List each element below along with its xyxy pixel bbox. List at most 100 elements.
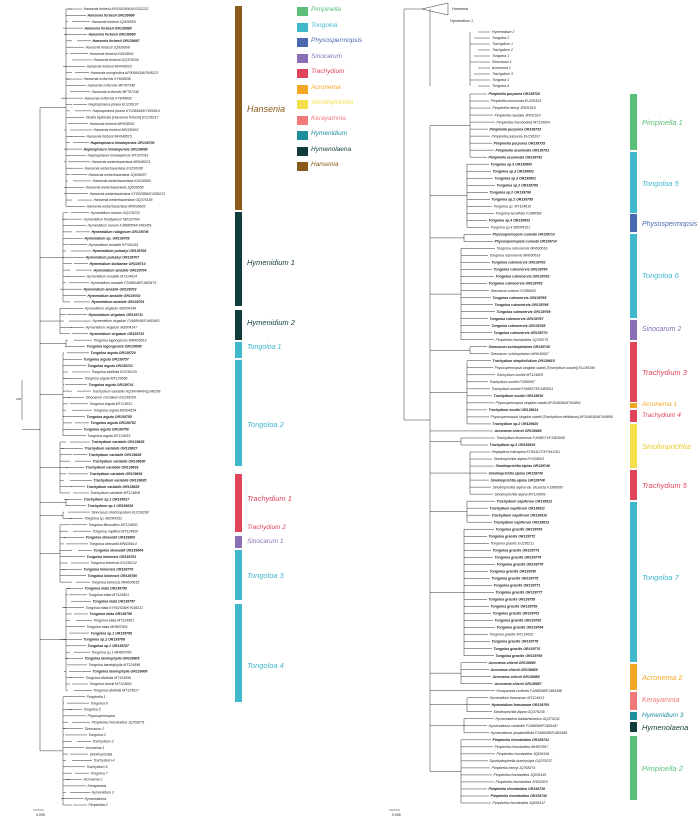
taxon-label: Tongoloa arguta MZ004154: [94, 408, 137, 412]
taxon-label: Hymenidium amabile OR139703: [84, 287, 137, 291]
taxon-label: Pimpinella rhomboidea JQ936147: [493, 801, 547, 805]
taxon-label: Trachydium sp.2 OR139620: [493, 422, 539, 426]
taxon-label: Hymenidium amabile OR139701: [92, 300, 145, 304]
legend-label: Sinocarum: [311, 52, 343, 60]
taxon-label: Hansenia forbesii AY0302064/AY0332222: [84, 7, 149, 11]
taxon-label: Tongoloa gracilis OR139760: [490, 570, 537, 574]
taxon-label: Physospermopsis: [88, 714, 116, 718]
collapsed-clade-label: Hymenidium 2: [492, 30, 514, 34]
taxon-label: Hymenidium amabile FJ468048/FJ483473: [91, 281, 157, 285]
clade-label: Kerayamnia: [642, 697, 680, 704]
clade-bar: [630, 502, 637, 662]
taxon-label: Tongoloa gracilis OR139778: [492, 640, 539, 644]
taxon-label: Hymenidium virgatum MZ004148: [85, 306, 137, 310]
legend-label: Hymenidium: [311, 130, 348, 137]
taxon-label: Tongoloa gracilis OR139759: [491, 605, 538, 609]
taxon-label: Tongoloa arguta OR139741: [89, 383, 134, 387]
taxon-label: Trachydium 5: [87, 765, 108, 769]
taxon-label: Vicatia bipinnata [Hansenia forbesii] EU…: [86, 115, 160, 119]
taxon-label: Hansenia mongholica AF008643/AF008122: [91, 71, 159, 75]
taxon-label: Hansenia weberbaueriana MN036826: [87, 205, 146, 209]
taxon-label: Sinolimprichtia alpina OR139749: [489, 471, 543, 475]
clade-label: Trachydium 4: [642, 412, 681, 419]
taxon-label: Physospermopsis cuneata OR139714: [495, 240, 557, 244]
taxon-label: Trachydium napiferum OR139611: [490, 506, 545, 510]
taxon-label: Sinocarum schizopetalum OR139745: [489, 345, 550, 349]
legend-label: Hansenia: [311, 161, 339, 168]
taxon-label: Hansenia forbesii OR139697: [93, 39, 141, 43]
taxon-label: Pimpinella henryi JQ768274: [492, 766, 536, 770]
taxon-label: Tongoloa sp.1 OR139786: [84, 638, 126, 642]
legend-swatch: [297, 146, 308, 156]
taxon-label: Sinolimprichtia alpina KY029903: [494, 457, 544, 461]
legend-label: Sinolimprichtia: [311, 99, 354, 106]
taxon-label: Hymenidium pulszkyi OR139708: [93, 249, 147, 253]
clade-label: Sinocarum 2: [642, 326, 682, 333]
collapsed-clade-label: Tongoloa 2: [492, 36, 509, 40]
taxon-label: Hansenia forbesii JQ936005: [92, 20, 136, 24]
taxon-label: Physospermopsis cuneata OR139713: [493, 233, 555, 237]
taxon-label: Heptaptera enlicapina KY941127/KY941261: [492, 450, 560, 454]
clade-bar: [630, 320, 637, 340]
taxon-label: Pimpinella rhomboidea JQ936145: [494, 773, 547, 777]
taxon-label: Hansenia forbesii JQ936008: [86, 45, 130, 49]
taxon-label: Tongoloa tenuifolia FJ386098: [496, 212, 542, 216]
clade-label: Trachydium 5: [642, 481, 687, 490]
taxon-label: Trachydium variabile OR139630: [93, 459, 146, 463]
taxon-label: Tongoloa arguta OR139755: [87, 415, 132, 419]
taxon-label: Tongoloa arguta MT124612: [90, 402, 133, 406]
taxon-label: Physospermopsis kingdon-wardii AF164836/…: [496, 401, 581, 405]
legend-swatch: [297, 84, 308, 94]
clade-label: Acronema 2: [642, 673, 683, 682]
clade-bar: [630, 410, 637, 422]
taxon-label: Trachydium variabile OR139626: [89, 453, 142, 457]
taxon-label: Sinolimprichtia alpina var. dissecta FJ3…: [493, 485, 563, 489]
legend-swatch: [297, 131, 308, 140]
taxon-label: Tongoloa sp.2 OR139790: [490, 190, 532, 194]
clade-bar: [630, 470, 637, 500]
clade-bar: [235, 310, 242, 340]
taxon-label: Pimpinella rhomboidea JQ768275: [92, 720, 145, 724]
taxon-label: Tongoloa sp.4 MZ004151: [491, 226, 531, 230]
taxon-label: Hansenia weberbaueriana MN046021: [92, 160, 151, 164]
taxon-label: Hansenia oviformis KY849838: [84, 77, 131, 81]
taxon-label: Tongoloa loloensis OR139780: [88, 574, 138, 578]
left-scale-label: 0.005: [36, 813, 45, 817]
clade-bar: [235, 536, 242, 548]
taxon-label: Tongoloa sp.1 OR139785: [91, 631, 133, 635]
taxon-label: Sinocarum schizopetalum MH049607: [491, 352, 550, 356]
taxon-label: Acronema chienii OR139690: [488, 661, 536, 665]
taxon-label: Tongoloa arguta MT124615: [88, 434, 131, 438]
taxon-label: Hymenidium taolkanse OR139710: [90, 262, 146, 266]
taxon-label: Pimpinella acuminata OR139731: [496, 148, 550, 152]
taxon-label: Acronema chienii OR139688: [492, 675, 540, 679]
taxon-label: Tongoloa stewardii MN630614: [90, 542, 137, 546]
taxon-label: Tongoloa rubronervis OR139766: [495, 303, 549, 307]
collapsed-clade-label: Hymenidium 1: [450, 19, 473, 23]
taxon-label: Hansenia forbesii MH049516: [87, 65, 132, 69]
taxon-label: Pimpinella acuminata OR139732: [489, 155, 543, 159]
taxon-label: Pimpinella rhomboidea MH807667: [495, 745, 550, 749]
taxon-label: Pimpinella purpurea EU236197: [492, 134, 542, 138]
clade-label: Trachydium 3: [642, 368, 687, 377]
taxon-label: Tongoloa sp.4 OR139603: [489, 219, 531, 223]
taxon-label: Pimpinella rhomboidea JQ768275: [496, 338, 549, 342]
taxon-label: Hymenidium virgatum FJ468049/FJ483463: [93, 319, 160, 323]
collapsed-clade-label: Trachydium 1: [492, 42, 513, 46]
taxon-label: Acronema chienii OR139687: [494, 682, 543, 686]
taxon-label: Hymenidium franzanum OR139705: [492, 703, 550, 707]
taxon-label: Tongoloa napifera MT124600: [93, 529, 139, 533]
taxon-label: Tongoloa elata OR139756: [90, 612, 133, 616]
clade-label: Pimpinella 2: [642, 764, 683, 773]
clade-bar: [235, 6, 242, 210]
legend-swatch: [297, 38, 308, 47]
taxon-label: Hymenidium amabile OR139702: [88, 294, 141, 298]
taxon-label: Trachydium sp.1 OR139617: [84, 498, 131, 502]
taxon-label: Sinocarum cruciatum EU236206: [86, 396, 136, 400]
legend-label: Physospermopsis: [311, 37, 363, 44]
collapsed-clade-label: Trachydium 2: [492, 48, 513, 52]
taxon-label: Spuriopimpinella brachystyla GQ379237: [490, 759, 554, 763]
right-scale-label: 0.005: [392, 813, 401, 817]
taxon-label: Haplosphaera phaea EU236197: [89, 103, 140, 107]
